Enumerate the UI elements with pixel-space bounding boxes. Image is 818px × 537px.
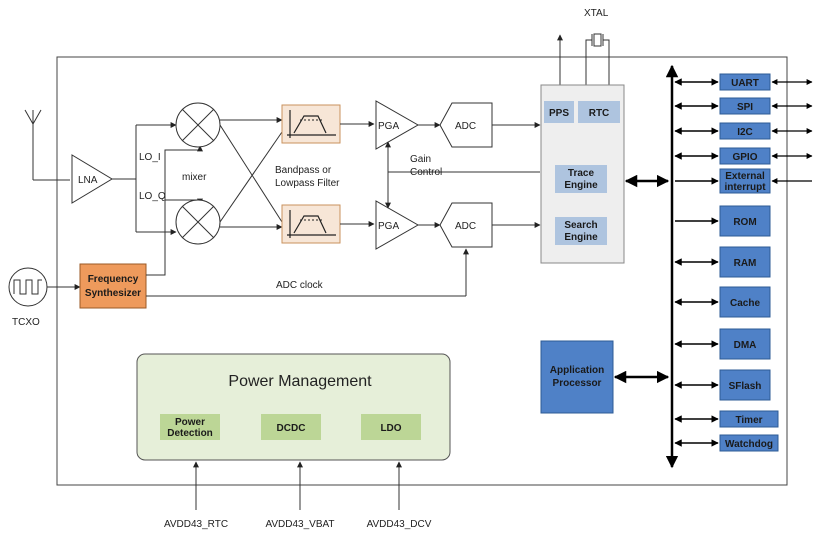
dma-label: DMA bbox=[734, 340, 757, 351]
frequency-synthesizer-block bbox=[79, 263, 147, 309]
spi-block bbox=[719, 97, 771, 115]
uart-block bbox=[719, 73, 771, 91]
pps-label: PPS bbox=[549, 108, 569, 119]
antenna-icon bbox=[24, 109, 70, 181]
filter-label-line2: Lowpass Filter bbox=[275, 178, 340, 189]
power-detection-label-line2: Detection bbox=[167, 428, 213, 439]
gpio-block bbox=[719, 147, 771, 165]
timer-block bbox=[719, 410, 779, 428]
search-engine-label-line1: Search bbox=[564, 220, 597, 231]
external-interrupt-block bbox=[719, 168, 771, 194]
pga-i-amplifier bbox=[375, 100, 420, 150]
freq-synth-label-line2: Synthesizer bbox=[85, 288, 141, 299]
watchdog-label: Watchdog bbox=[725, 439, 773, 450]
filter-q-icon bbox=[281, 204, 341, 244]
trace-engine-label-line1: Trace bbox=[568, 168, 595, 179]
gain-label-line2: Control bbox=[410, 167, 442, 178]
ldo-block bbox=[361, 414, 421, 440]
lo-q-label: LO_Q bbox=[139, 191, 166, 202]
sflash-block bbox=[719, 369, 771, 401]
watchdog-block bbox=[719, 434, 779, 452]
power-management-block bbox=[136, 353, 451, 461]
ram-label: RAM bbox=[734, 258, 757, 269]
power-detection-block bbox=[160, 414, 220, 440]
tcxo-oscillator-icon bbox=[8, 267, 48, 307]
mixer-q-icon bbox=[175, 199, 221, 245]
rom-label: ROM bbox=[733, 217, 756, 228]
dcdc-label: DCDC bbox=[277, 423, 306, 434]
application-processor-block bbox=[540, 340, 614, 414]
cache-block bbox=[719, 286, 771, 318]
avdd43-vbat-pin-label: AVDD43_VBAT bbox=[265, 519, 334, 530]
dma-block bbox=[719, 328, 771, 360]
avdd43-rtc-pin-label: AVDD43_RTC bbox=[164, 519, 228, 530]
trace-engine-block bbox=[555, 165, 607, 193]
ext-interrupt-label-line2: interrupt bbox=[724, 182, 766, 193]
dcdc-block bbox=[261, 414, 321, 440]
spi-label: SPI bbox=[737, 102, 753, 113]
pga-q-label: PGA bbox=[378, 221, 399, 232]
ldo-label: LDO bbox=[380, 423, 401, 434]
avdd43-dcv-pin-label: AVDD43_DCV bbox=[367, 519, 432, 530]
adc-clock-label: ADC clock bbox=[276, 280, 324, 291]
rtc-block bbox=[578, 101, 620, 123]
search-engine-block bbox=[555, 217, 607, 245]
ram-block bbox=[719, 246, 771, 278]
freq-synth-label-line1: Frequency bbox=[88, 274, 139, 285]
gain-label-line1: Gain bbox=[410, 154, 431, 165]
i2c-block bbox=[719, 122, 771, 140]
lo-i-label: LO_I bbox=[139, 152, 161, 163]
uart-label: UART bbox=[731, 78, 759, 89]
gpio-label: GPIO bbox=[732, 152, 757, 163]
rom-block bbox=[719, 205, 771, 237]
power-management-title: Power Management bbox=[228, 373, 372, 390]
sflash-label: SFlash bbox=[729, 381, 762, 392]
lna-label: LNA bbox=[78, 175, 98, 186]
cache-label: Cache bbox=[730, 298, 760, 309]
pps-block bbox=[544, 101, 574, 123]
adc-q-label: ADC bbox=[455, 221, 476, 232]
app-processor-label-line2: Processor bbox=[553, 378, 602, 389]
filter-i-icon bbox=[281, 104, 341, 144]
xtal-label: XTAL bbox=[584, 8, 609, 19]
filter-label-line1: Bandpass or bbox=[275, 165, 332, 176]
pga-q-amplifier bbox=[375, 200, 420, 250]
i2c-label: I2C bbox=[737, 127, 753, 138]
tcxo-label: TCXO bbox=[12, 317, 40, 328]
rtc-label: RTC bbox=[589, 108, 610, 119]
trace-engine-label-line2: Engine bbox=[564, 180, 598, 191]
ext-interrupt-label-line1: External bbox=[725, 171, 765, 182]
search-engine-label-line2: Engine bbox=[564, 232, 598, 243]
power-detection-label-line1: Power bbox=[175, 417, 205, 428]
app-processor-label-line1: Application bbox=[550, 365, 604, 376]
lna-amplifier bbox=[71, 154, 113, 204]
xtal-crystal-icon bbox=[557, 33, 610, 85]
adc-i-label: ADC bbox=[455, 121, 476, 132]
chip-outline bbox=[56, 56, 788, 486]
mixer-label: mixer bbox=[182, 172, 207, 183]
timer-label: Timer bbox=[735, 415, 762, 426]
pga-i-label: PGA bbox=[378, 121, 399, 132]
mixer-i-icon bbox=[175, 102, 221, 148]
peripheral-column: UART SPI I2C GPIO External interrupt ROM… bbox=[674, 73, 813, 452]
